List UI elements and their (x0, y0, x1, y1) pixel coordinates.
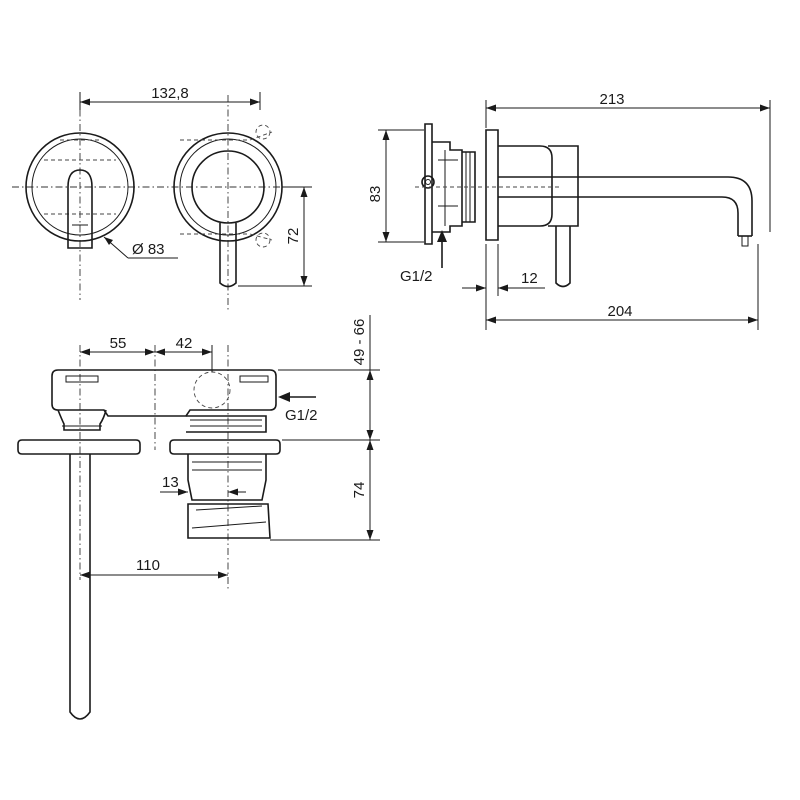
dim-top-55: 55 (110, 335, 127, 352)
top-view: 55 42 49 - 66 G1/2 74 13 1 (17, 315, 380, 720)
dim-side-spout: 204 (607, 303, 632, 320)
dim-top-74: 74 (351, 482, 368, 499)
dim-side-height: 83 (367, 186, 384, 203)
side-view: 213 83 G1/2 12 204 (367, 91, 771, 330)
dim-front-width: 132,8 (151, 85, 189, 102)
dim-top-range: 49 - 66 (351, 319, 368, 366)
top-inlet-label: G1/2 (285, 407, 318, 424)
dim-top-13: 13 (162, 474, 179, 491)
dim-top-42: 42 (176, 335, 193, 352)
side-inlet-label: G1/2 (400, 268, 433, 285)
dim-diameter: Ø 83 (132, 241, 165, 258)
mixer-rosette (173, 124, 283, 288)
dim-side-length: 213 (599, 91, 624, 108)
dim-top-110: 110 (136, 557, 160, 574)
front-view: 132,8 Ø 83 72 (12, 85, 312, 310)
dim-lever-height: 72 (285, 228, 302, 245)
spout-rosette (25, 132, 135, 249)
dim-side-wall: 12 (521, 270, 538, 287)
